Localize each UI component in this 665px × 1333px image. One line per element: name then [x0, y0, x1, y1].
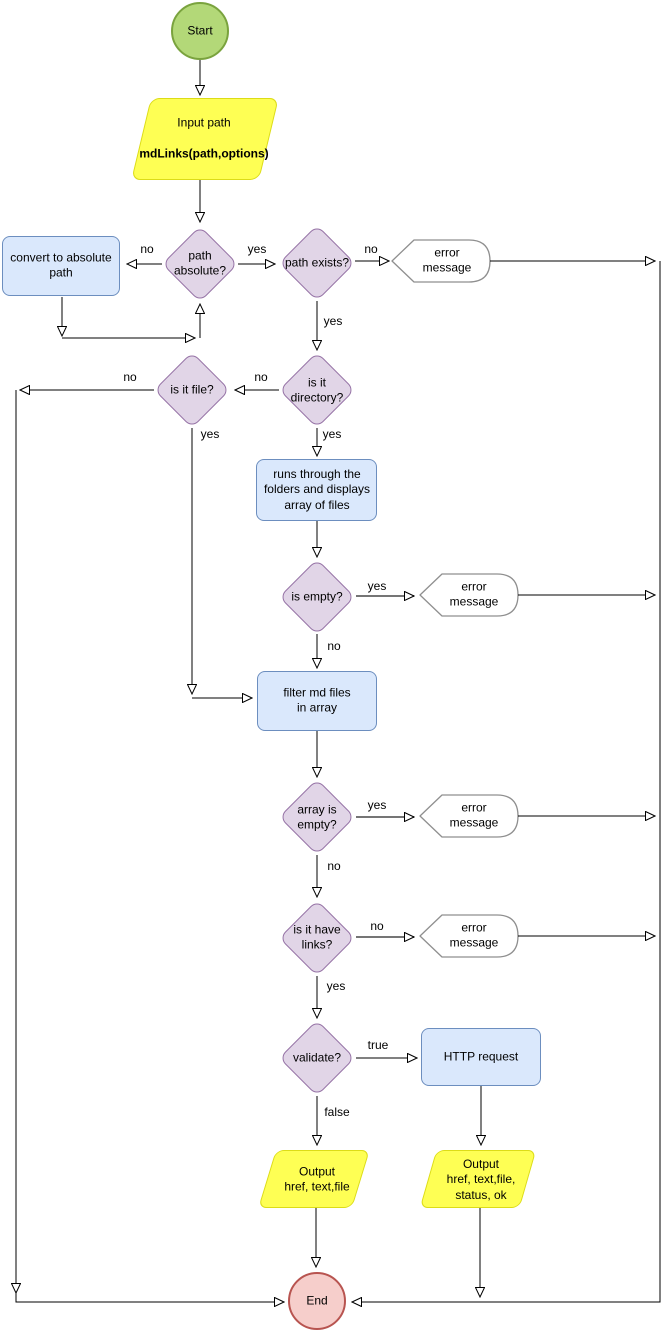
edges-to-errors [356, 596, 414, 937]
input-path-node [131, 98, 279, 180]
convert-absolute-node [2, 236, 120, 296]
display-error-message-3 [419, 794, 519, 838]
end-node [288, 1272, 346, 1330]
filter-md-node [257, 671, 377, 731]
edge-is-file-no-rail-to-end [15, 1293, 284, 1302]
display-error-message-2 [419, 573, 519, 617]
start-node [171, 2, 229, 60]
display-error-message-4 [419, 914, 519, 958]
edge-right-rail-to-end [352, 261, 661, 1302]
runs-folders-node [256, 459, 377, 521]
http-request-node [421, 1028, 541, 1086]
display-error-message-1 [391, 239, 491, 283]
output-validate-node [419, 1150, 537, 1208]
output-basic-node [258, 1150, 370, 1208]
edges-normal [15, 60, 661, 1302]
